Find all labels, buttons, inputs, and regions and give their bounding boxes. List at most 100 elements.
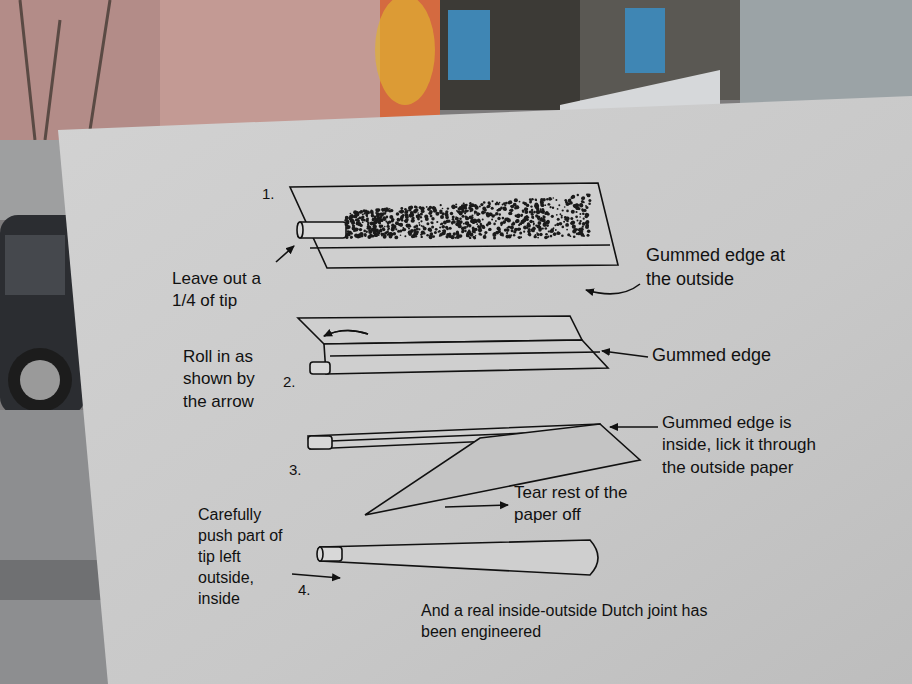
tobacco-speck — [586, 224, 589, 227]
tobacco-speck — [354, 234, 358, 238]
tobacco-speck — [519, 232, 522, 235]
tobacco-speck — [588, 199, 591, 202]
tobacco-speck — [418, 228, 420, 230]
tobacco-speck — [455, 237, 457, 239]
tobacco-speck — [381, 208, 384, 211]
tobacco-speck — [478, 220, 481, 223]
tobacco-speck — [583, 218, 585, 220]
tobacco-speck — [415, 206, 417, 208]
tobacco-speck — [447, 207, 449, 209]
tobacco-speck — [417, 218, 420, 221]
tobacco-speck — [411, 235, 415, 239]
tobacco-speck — [561, 217, 563, 219]
tobacco-speck — [511, 205, 515, 209]
tobacco-speck — [582, 222, 586, 226]
tobacco-speck — [520, 215, 522, 217]
tobacco-speck — [566, 229, 568, 231]
tobacco-speck — [431, 222, 434, 225]
tobacco-speck — [548, 197, 552, 201]
tobacco-speck — [535, 214, 538, 217]
tobacco-speck — [440, 215, 444, 219]
tobacco-speck — [406, 211, 409, 214]
tobacco-speck — [459, 235, 461, 237]
tobacco-speck — [352, 227, 356, 231]
tobacco-speck — [399, 229, 402, 232]
tobacco-speck — [519, 201, 521, 203]
tobacco-speck — [376, 218, 379, 221]
tobacco-speck — [439, 227, 441, 229]
tobacco-speck — [555, 229, 557, 231]
tobacco-speck — [529, 201, 531, 203]
tobacco-speck — [401, 210, 404, 213]
tobacco-speck — [458, 224, 462, 228]
tobacco-speck — [371, 235, 374, 238]
tobacco-speck — [483, 201, 486, 204]
tobacco-speck — [462, 229, 464, 231]
tobacco-speck — [429, 210, 432, 213]
tobacco-speck — [400, 217, 403, 220]
tobacco-speck — [353, 230, 355, 232]
tobacco-speck — [366, 231, 368, 233]
tobacco-speck — [474, 232, 476, 234]
tobacco-speck — [549, 203, 551, 205]
tobacco-speck — [416, 231, 419, 234]
tobacco-speck — [426, 234, 429, 237]
tobacco-speck — [470, 219, 474, 223]
instruction-note: Gummed edge — [652, 344, 802, 368]
tobacco-speck — [483, 235, 487, 239]
tobacco-speck — [510, 234, 512, 236]
tobacco-speck — [450, 234, 452, 236]
tobacco-speck — [397, 218, 400, 221]
tobacco-speck — [504, 208, 507, 211]
tobacco-speck — [546, 237, 548, 239]
tobacco-speck — [499, 213, 501, 215]
tobacco-speck — [350, 236, 353, 239]
tobacco-speck — [345, 216, 348, 219]
tobacco-speck — [481, 225, 484, 228]
tobacco-speck — [351, 232, 353, 234]
tobacco-speck — [350, 215, 353, 218]
tobacco-speck — [579, 231, 583, 235]
tobacco-speck — [370, 230, 372, 232]
tobacco-speck — [487, 205, 490, 208]
tobacco-speck — [547, 236, 549, 238]
tobacco-speck — [413, 226, 416, 229]
tobacco-speck — [400, 223, 403, 226]
tobacco-speck — [582, 226, 584, 228]
tobacco-speck — [418, 222, 420, 224]
tobacco-speck — [468, 224, 471, 227]
tobacco-speck — [472, 226, 475, 229]
tobacco-speck — [509, 200, 513, 204]
tobacco-speck — [564, 216, 567, 219]
tobacco-speck — [514, 198, 518, 202]
tobacco-speck — [511, 223, 514, 226]
tobacco-speck — [510, 208, 514, 212]
tobacco-speck — [413, 210, 417, 214]
tobacco-speck — [478, 226, 481, 229]
tobacco-speck — [384, 226, 386, 228]
tobacco-speck — [350, 214, 353, 217]
tobacco-speck — [491, 207, 494, 210]
tobacco-speck — [383, 214, 385, 216]
tobacco-speck — [346, 221, 349, 224]
tobacco-speck — [543, 216, 546, 219]
tobacco-speck — [475, 211, 477, 213]
tobacco-speck — [366, 211, 370, 215]
tobacco-speck — [443, 232, 446, 235]
tobacco-speck — [405, 215, 409, 219]
tobacco-speck — [439, 233, 442, 236]
tobacco-speck — [375, 234, 378, 237]
tobacco-speck — [540, 208, 542, 210]
tobacco-speck — [515, 219, 518, 222]
tobacco-speck — [387, 225, 390, 228]
tobacco-speck — [455, 204, 457, 206]
tobacco-speck — [579, 203, 583, 207]
tobacco-speck — [568, 199, 571, 202]
tobacco-speck — [503, 207, 507, 211]
tobacco-speck — [586, 194, 588, 196]
tobacco-speck — [564, 206, 566, 208]
tobacco-speck — [371, 212, 374, 215]
tobacco-speck — [426, 222, 429, 225]
tobacco-speck — [405, 220, 408, 223]
tobacco-speck — [570, 217, 573, 220]
